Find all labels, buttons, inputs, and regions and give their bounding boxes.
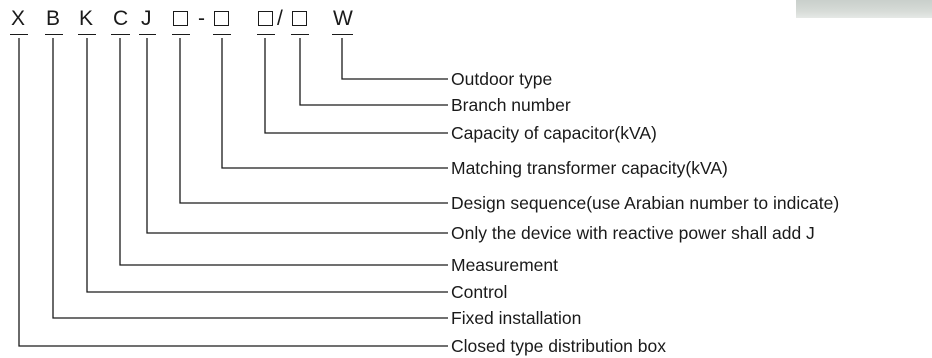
leader-line-reactive-power <box>146 38 448 234</box>
branch-number-box <box>292 11 307 26</box>
leader-line-outdoor-type <box>341 38 448 80</box>
underline-branch-box <box>291 34 309 35</box>
leader-line-measurement <box>119 38 448 266</box>
leader-line-closed-type <box>18 38 448 347</box>
desc-transformer-capacity: Matching transformer capacity(kVA) <box>451 158 728 178</box>
code-letter-c: C <box>113 7 129 30</box>
leader-line-transformer-capacity <box>221 38 448 169</box>
leader-line-design-sequence <box>179 38 448 204</box>
code-slash: / <box>277 7 283 30</box>
design-sequence-box <box>173 11 188 26</box>
code-letter-j: J <box>141 7 152 30</box>
underline-design-box <box>172 34 190 35</box>
underline-capacitor-box <box>257 34 275 35</box>
desc-outdoor-type: Outdoor type <box>451 69 553 89</box>
code-letter-w: W <box>333 7 353 30</box>
corner-photo-fragment <box>796 0 932 18</box>
underline-k <box>78 34 96 35</box>
desc-measurement: Measurement <box>451 255 558 275</box>
leader-line-control <box>86 38 448 293</box>
underline-transformer-box <box>213 34 231 35</box>
underline-w <box>332 34 353 35</box>
underline-x <box>10 34 28 35</box>
leader-line-branch-number <box>299 38 448 106</box>
desc-control: Control <box>451 282 508 302</box>
code-letter-x: X <box>11 7 26 30</box>
underline-j <box>139 34 156 35</box>
desc-fixed-installation: Fixed installation <box>451 308 582 328</box>
desc-design-sequence: Design sequence(use Arabian number to in… <box>451 193 840 213</box>
desc-reactive-power: Only the device with reactive power shal… <box>451 223 815 243</box>
underline-b <box>45 34 63 35</box>
code-letter-k: K <box>79 7 94 30</box>
capacitor-capacity-box <box>258 11 273 26</box>
code-dash: - <box>198 7 205 30</box>
leader-line-capacitor-capacity <box>264 38 448 134</box>
desc-branch-number: Branch number <box>451 95 571 115</box>
leader-line-fixed-installation <box>52 38 448 319</box>
desc-capacitor-capacity: Capacity of capacitor(kVA) <box>451 123 657 143</box>
desc-closed-type: Closed type distribution box <box>451 336 666 356</box>
transformer-capacity-box <box>214 11 229 26</box>
code-letter-b: B <box>46 7 61 30</box>
underline-c <box>111 34 130 35</box>
